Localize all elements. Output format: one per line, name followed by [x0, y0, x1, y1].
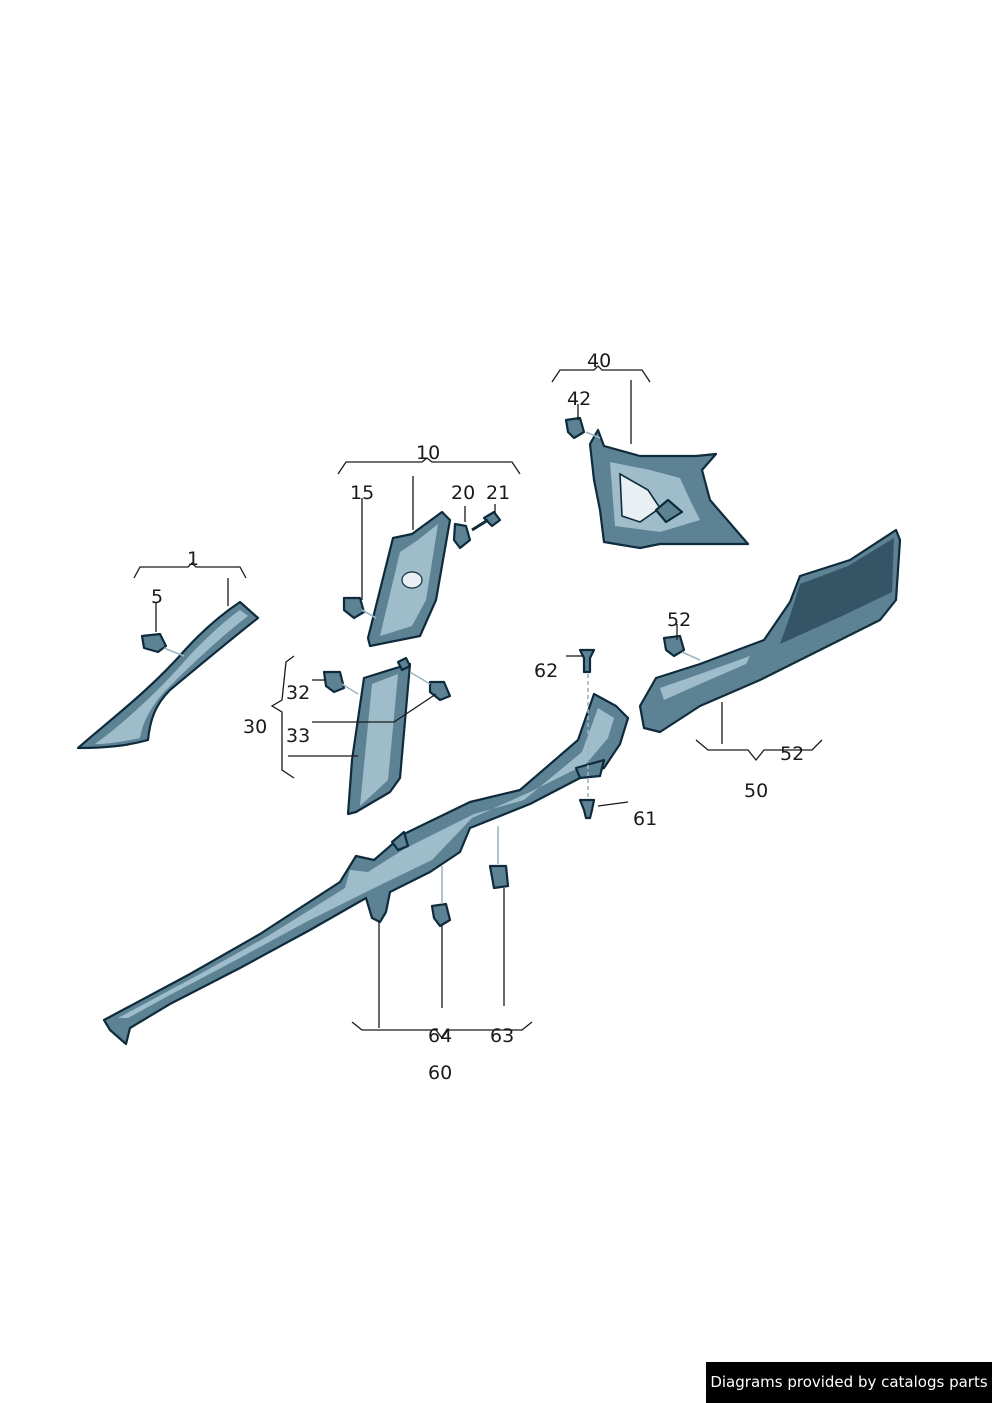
part-52-clip[interactable]: [662, 634, 701, 661]
label-60: 60: [428, 1062, 452, 1084]
part-60-front-sill-trim[interactable]: [102, 692, 630, 1046]
credit-banner: Diagrams provided by catalogs parts: [706, 1362, 992, 1403]
label-5: 5: [151, 586, 163, 608]
part-50-rear-sill-trim[interactable]: [638, 528, 902, 734]
label-40: 40: [587, 350, 611, 372]
part-33-clip[interactable]: [409, 671, 452, 702]
part-1-a-pillar-trim[interactable]: [76, 600, 260, 750]
part-20-bracket[interactable]: [452, 522, 472, 550]
part-42-clip[interactable]: [564, 416, 586, 440]
label-20: 20: [451, 482, 475, 504]
part-30-b-pillar-lower-trim[interactable]: [346, 656, 412, 816]
part-labels: 1 5 10 15 20 21 30 32 33 40 42 52 52 50 …: [151, 350, 804, 1084]
label-61: 61: [633, 808, 657, 830]
label-32: 32: [286, 682, 310, 704]
label-50: 50: [744, 780, 768, 802]
label-64: 64: [428, 1025, 452, 1047]
label-52-bracket: 52: [780, 743, 804, 765]
label-10: 10: [416, 442, 440, 464]
part-40-quarter-trim[interactable]: [588, 428, 750, 550]
part-63-clip[interactable]: [488, 864, 510, 890]
part-21-screw[interactable]: [471, 510, 502, 532]
label-62: 62: [534, 660, 558, 682]
part-15-clip[interactable]: [342, 596, 377, 620]
label-63: 63: [490, 1025, 514, 1047]
label-1: 1: [187, 548, 199, 570]
label-30: 30: [243, 716, 267, 738]
label-42: 42: [567, 388, 591, 410]
leader-lines: [133, 365, 823, 1040]
part-62-screw[interactable]: [578, 648, 596, 674]
label-21: 21: [486, 482, 510, 504]
part-64-clip[interactable]: [430, 902, 452, 928]
part-32-clip[interactable]: [322, 670, 359, 695]
label-33: 33: [286, 725, 310, 747]
label-15: 15: [350, 482, 374, 504]
part-61-clip[interactable]: [578, 798, 596, 820]
part-5-clip[interactable]: [140, 632, 185, 657]
label-52-clip: 52: [667, 609, 691, 631]
part-10-b-pillar-upper-trim[interactable]: [366, 510, 452, 648]
